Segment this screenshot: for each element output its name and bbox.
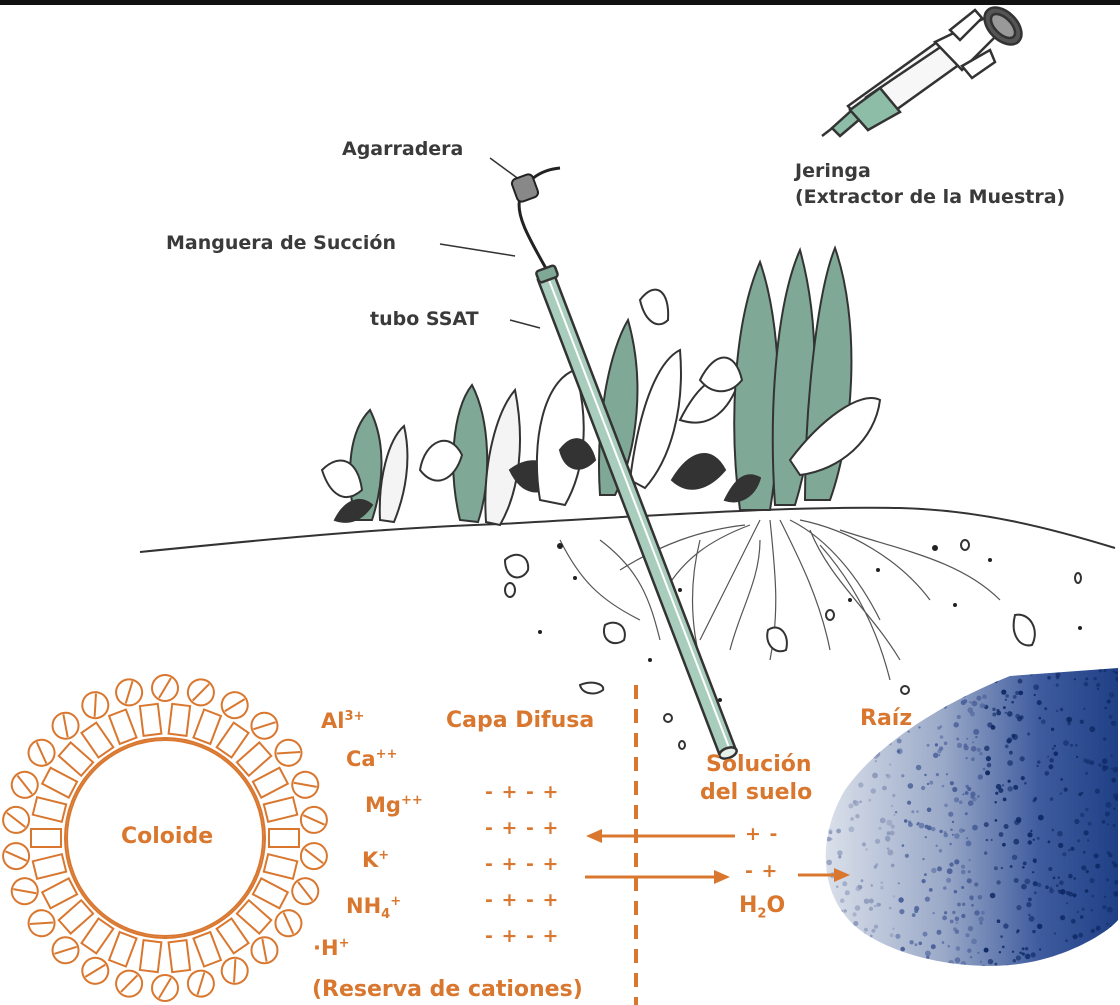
hose-label: Manguera de Succión — [166, 232, 396, 254]
solution-charge: + - — [745, 823, 778, 845]
syringe-label: Jeringa — [795, 160, 871, 182]
charge-row: - + - + — [485, 925, 559, 947]
ion-al: Al3+ — [321, 709, 364, 733]
root-label: Raíz — [860, 706, 912, 731]
roots — [560, 520, 1000, 680]
ion-h: ·H+ — [313, 936, 349, 960]
ion-nh4: NH4+ — [346, 894, 401, 922]
charge-row: - + - + — [485, 853, 559, 875]
top-border — [0, 0, 1120, 5]
ion-ca: Ca++ — [346, 747, 397, 771]
charge-row: - + - + — [485, 781, 559, 803]
plants — [322, 248, 880, 525]
handle-label: Agarradera — [342, 138, 463, 160]
ion-k: K+ — [362, 848, 389, 872]
tube-label: tubo SSAT — [370, 308, 479, 330]
colloid-label: Coloide — [121, 824, 213, 849]
diffuse-layer-label: Capa Difusa — [446, 708, 594, 733]
soil-dots — [538, 543, 1082, 702]
syringe-sublabel: (Extractor de la Muestra) — [795, 186, 1065, 208]
water-label: H2O — [739, 893, 785, 921]
syringe-icon — [822, 1, 1028, 136]
soil-solution-sublabel: del suelo — [700, 780, 812, 805]
solution-charge: - + — [745, 860, 778, 882]
root-tip-image — [800, 660, 1120, 980]
ion-mg: Mg++ — [365, 793, 423, 817]
charge-row: - + - + — [485, 817, 559, 839]
soil-solution-label: Solución — [706, 752, 812, 777]
charge-row: - + - + — [485, 889, 559, 911]
cation-reserve-label: (Reserva de cationes) — [312, 977, 583, 1002]
exchange-arrows — [585, 829, 850, 884]
